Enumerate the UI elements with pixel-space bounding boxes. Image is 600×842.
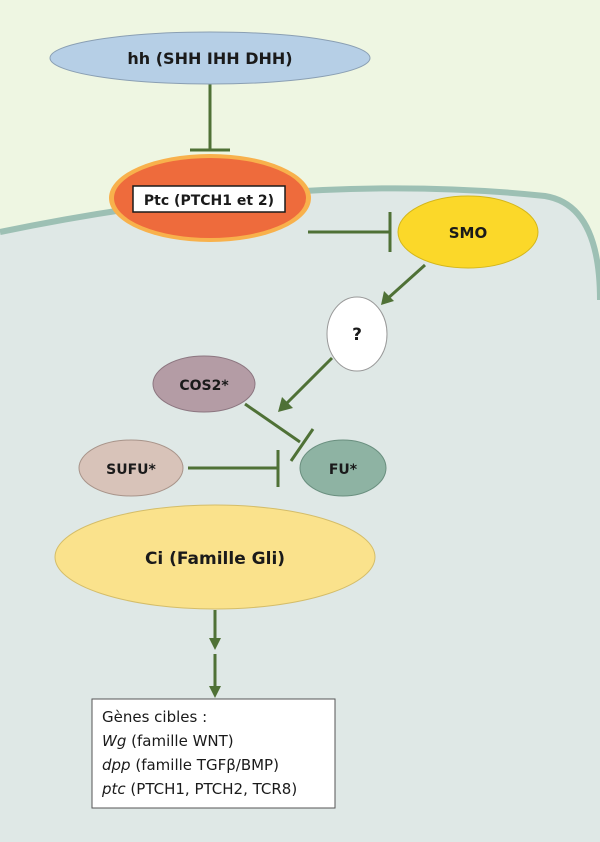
smo-to-unknown-arrow <box>384 263 427 302</box>
target-gene-description: (famille TGFβ/BMP) <box>131 756 279 774</box>
fu-label: FU* <box>329 462 358 478</box>
hh-label: hh (SHH IHH DHH) <box>127 49 292 68</box>
fu-node: FU* <box>299 439 387 497</box>
ci-label: Ci (Famille Gli) <box>145 549 285 569</box>
target-gene-description: (PTCH1, PTCH2, TCR8) <box>126 780 298 798</box>
ci-to-genes-arrowhead-2 <box>209 686 221 698</box>
target-gene-row: Wg (famille WNT) <box>102 732 234 750</box>
target-genes-box: Gènes cibles : Wg (famille WNT) dpp (fam… <box>91 698 336 809</box>
ptc-label-box <box>132 185 286 213</box>
unknown-node: ? <box>326 296 388 372</box>
connectors <box>188 84 427 698</box>
unknown-to-fu-arrow <box>283 356 334 407</box>
smo-to-unknown-arrowhead <box>381 291 394 305</box>
smo-label: SMO <box>449 224 487 242</box>
smo-node: SMO <box>397 195 539 269</box>
target-gene-description: (famille WNT) <box>126 732 233 750</box>
ci-node: Ci (Famille Gli) <box>54 504 376 610</box>
hh-node: hh (SHH IHH DHH) <box>49 31 371 85</box>
ptc-label: Ptc (PTCH1 et 2) <box>144 193 274 209</box>
ci-to-genes-arrowhead-1 <box>209 638 221 650</box>
target-gene-row: ptc (PTCH1, PTCH2, TCR8) <box>101 780 297 798</box>
unknown-label: ? <box>352 325 362 345</box>
target-gene-row: dpp (famille TGFβ/BMP) <box>102 756 279 774</box>
cos2-node: COS2* <box>152 355 256 413</box>
target-gene-name: ptc <box>101 780 126 798</box>
target-gene-name: dpp <box>102 756 131 774</box>
unknown-to-fu-arrowhead <box>278 397 293 412</box>
sufu-label: SUFU* <box>106 462 156 478</box>
cos2-inhibits-fu-bar <box>289 428 315 462</box>
cos2-label: COS2* <box>179 378 229 394</box>
target-genes-title: Gènes cibles : <box>102 708 207 726</box>
ptc-node: Ptc (PTCH1 et 2) <box>109 154 311 242</box>
cos2-inhibits-fu-line <box>244 402 301 444</box>
sufu-node: SUFU* <box>78 439 184 497</box>
target-gene-name: Wg <box>102 732 126 750</box>
